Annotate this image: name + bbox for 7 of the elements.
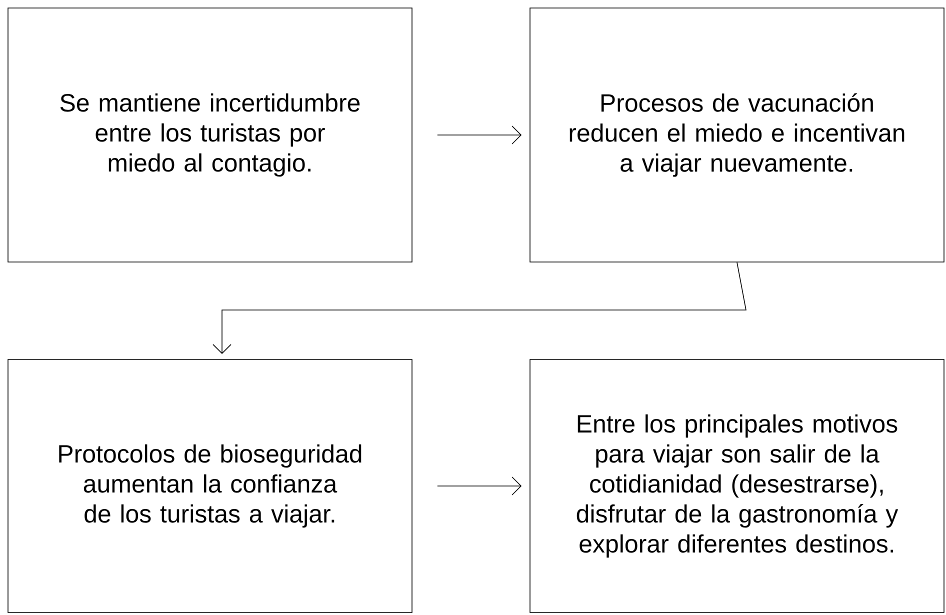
arrow	[437, 476, 522, 496]
arrow	[212, 262, 746, 354]
process-box: Procesos de vacunación reducen el miedo e incentivan a viajar nuevamente.	[530, 8, 944, 262]
process-box: Protocolos de bioseguridad aumentan la confianza de los turistas a viajar.	[8, 359, 412, 613]
arrow	[437, 126, 522, 144]
process-box: Se mantiene incertidumbre entre los turistas por miedo al contagio.	[8, 8, 412, 262]
process-box: Entre los principales motivos para viajar son salir de la cotidianidad (desestrarse), disfrutar de la gastronomía y explorar diferentes destinos.	[530, 359, 944, 613]
